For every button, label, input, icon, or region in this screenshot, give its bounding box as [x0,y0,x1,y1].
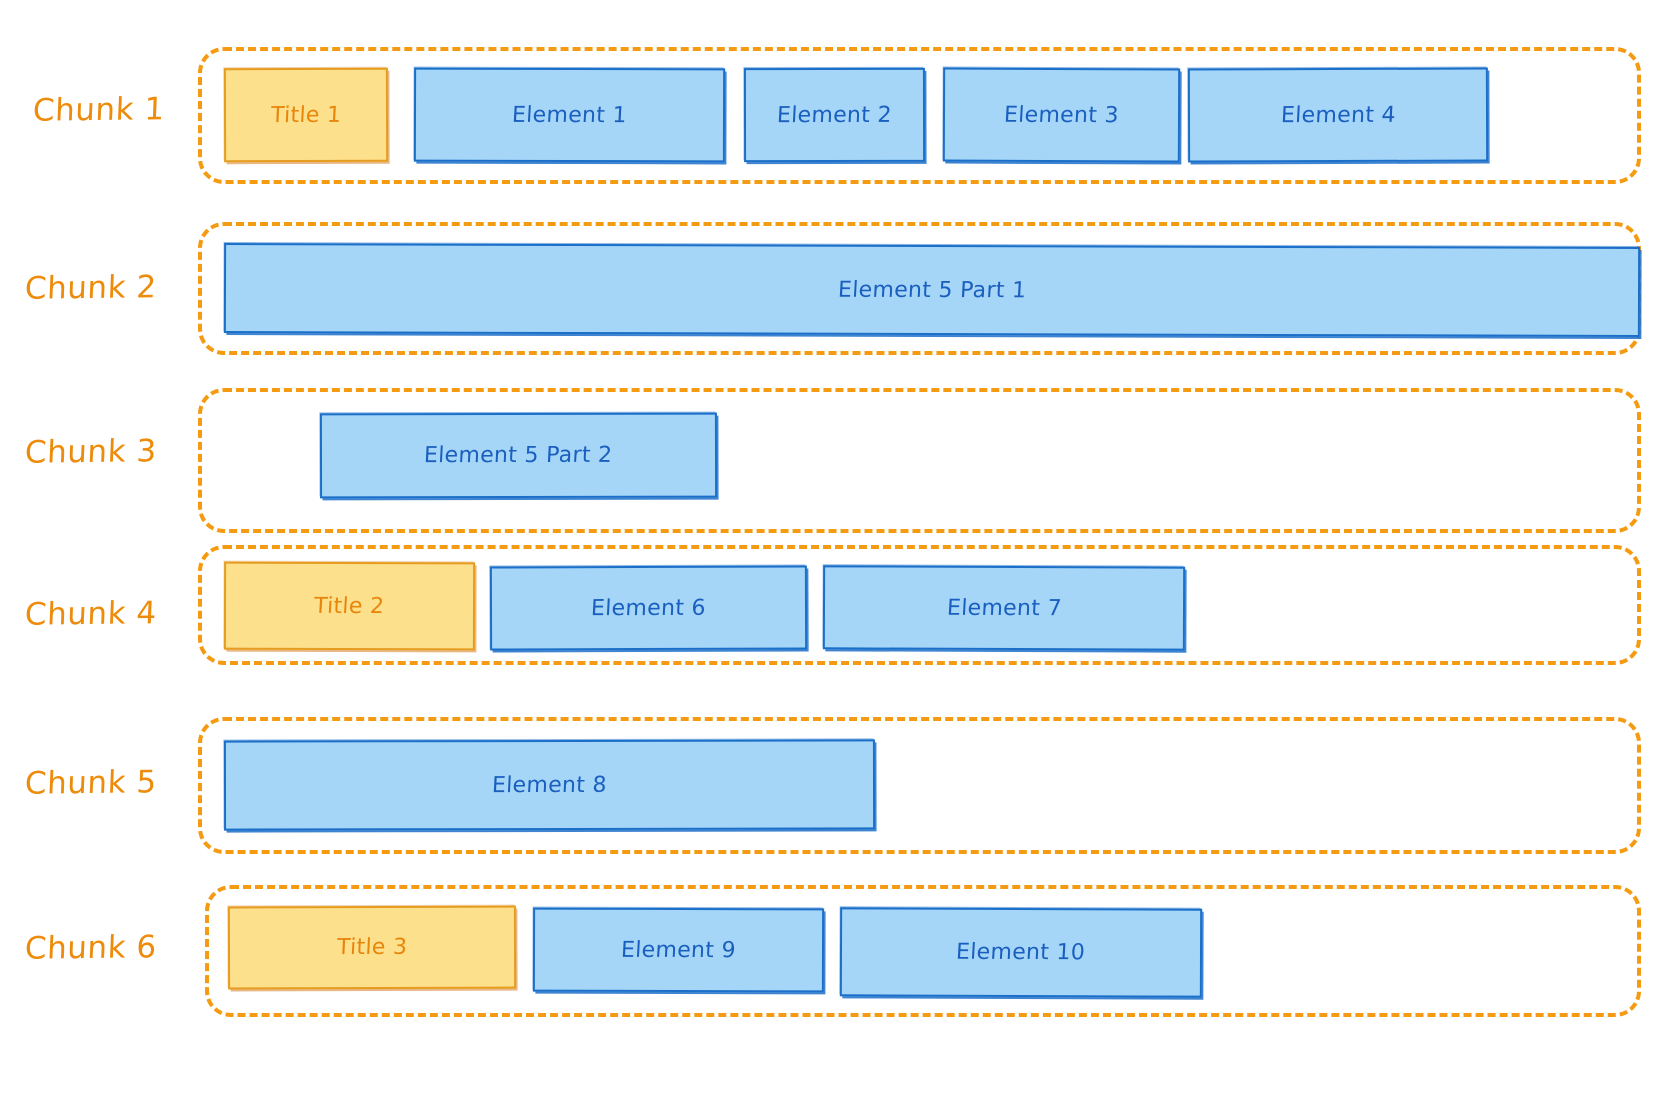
node-element-1[interactable]: Element 1 [413,67,726,163]
node-label: Element 3 [1003,102,1120,128]
chunk-container-4 [198,545,1641,665]
node-element-6[interactable]: Element 6 [489,565,808,651]
chunk-label-4: Chunk 4 [24,595,158,633]
node-label: Title 2 [313,593,386,619]
node-element-3[interactable]: Element 3 [942,67,1181,163]
node-label: Element 10 [955,939,1087,966]
node-label: Title 3 [336,934,408,961]
node-element-9[interactable]: Element 9 [532,907,825,993]
node-label: Element 6 [590,595,707,621]
node-label: Title 1 [270,102,342,128]
chunk-label-1: Chunk 1 [32,91,166,129]
chunk-label-5: Chunk 5 [24,764,158,802]
node-element-10[interactable]: Element 10 [839,907,1203,998]
node-title-1[interactable]: Title 1 [223,67,389,163]
chunk-container-5 [198,717,1641,854]
chunk-label-2: Chunk 2 [24,269,158,307]
chunk-container-1 [198,47,1641,184]
node-title-2[interactable]: Title 2 [223,561,476,651]
chunk-container-3 [198,388,1641,533]
node-title-3[interactable]: Title 3 [227,905,517,990]
node-label: Element 4 [1279,102,1397,128]
node-label: Element 9 [620,937,737,963]
node-element-5-part-1[interactable]: Element 5 Part 1 [223,243,1641,337]
node-label: Element 5 Part 1 [837,277,1027,303]
node-label: Element 1 [511,102,628,128]
chunk-container-6 [205,885,1641,1017]
node-label: Element 2 [776,102,893,128]
node-element-5-part-2[interactable]: Element 5 Part 2 [319,412,718,499]
node-element-4[interactable]: Element 4 [1187,67,1489,163]
node-label: Element 5 Part 2 [423,442,614,469]
node-label: Element 7 [945,595,1063,621]
node-element-7[interactable]: Element 7 [822,565,1186,651]
chunk-label-6: Chunk 6 [24,929,158,967]
chunk-label-3: Chunk 3 [24,433,158,471]
node-element-8[interactable]: Element 8 [223,739,876,831]
node-label: Element 8 [491,772,608,798]
node-element-2[interactable]: Element 2 [743,67,926,163]
